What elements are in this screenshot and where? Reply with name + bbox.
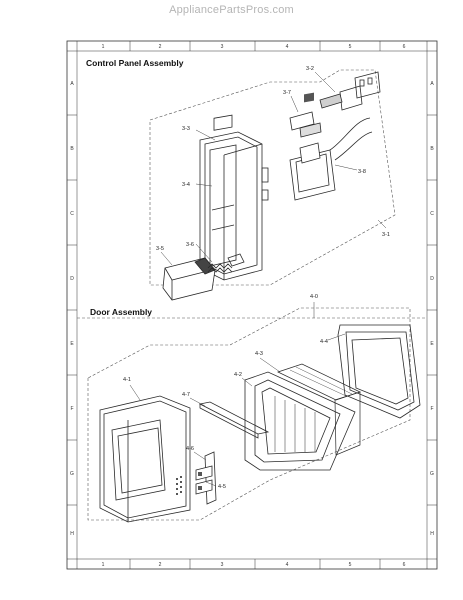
row-label-left-h: H [70,531,74,537]
callout-3-8: 3-8 [358,169,366,175]
door-seal-4-4 [337,324,421,419]
row-label-left-a: A [70,81,74,87]
callout-3-6: 3-6 [186,242,194,248]
row-label-left-e: E [70,341,74,347]
col-label-bottom-4: 4 [286,562,289,568]
callout-4-1: 4-1 [123,377,131,383]
col-label-bottom-6: 6 [403,562,406,568]
col-label-top-3: 3 [221,44,224,50]
door-leaders [129,302,346,487]
row-label-right-f: F [430,406,433,412]
callout-3-4: 3-4 [182,182,190,188]
callout-4-7: 4-7 [182,392,190,398]
col-label-bottom-1: 1 [102,562,105,568]
row-label-left-b: B [70,146,74,152]
spring-3-6 [207,253,245,273]
row-ticks [67,114,437,506]
row-label-right-e: E [430,341,434,347]
door-frame-4-1 [99,395,191,523]
choke-film-4-3 [277,363,361,456]
row-label-left-g: G [70,471,74,477]
callout-3-2: 3-2 [306,66,314,72]
control-panel-frame-3-4 [199,114,269,281]
callout-3-7: 3-7 [283,90,291,96]
col-label-top-2: 2 [159,44,162,50]
callout-3-5: 3-5 [156,246,164,252]
row-label-right-h: H [430,531,434,537]
col-label-top-6: 6 [403,44,406,50]
row-label-right-a: A [430,81,434,87]
watermark: AppliancePartsPros.com [169,4,294,16]
col-label-top-5: 5 [349,44,352,50]
control-board-3-8 [289,92,373,201]
callout-3-1: 3-1 [382,232,390,238]
choke-cover-4-7 [198,401,270,439]
door-latch-4-5 [195,451,217,505]
door-inner-4-2 [244,371,356,471]
row-label-left-d: D [70,276,74,282]
control-panel-assembly-boundary [149,69,396,286]
control-panel-leaders [160,71,387,266]
callout-4-5: 4-5 [218,484,226,490]
callout-4-2: 4-2 [234,372,242,378]
display-window-3-7 [289,111,322,138]
callout-4-0: 4-0 [310,294,318,300]
row-label-left-f: F [70,406,73,412]
row-label-right-b: B [430,146,434,152]
row-label-right-c: C [430,211,434,217]
col-label-top-1: 1 [102,44,105,50]
row-label-right-d: D [430,276,434,282]
row-label-left-c: C [70,211,74,217]
callout-4-6: 4-6 [186,446,194,452]
door-button-3-5 [162,257,216,301]
row-label-right-g: G [430,471,434,477]
callout-3-3: 3-3 [182,126,190,132]
callout-4-3: 4-3 [255,351,263,357]
door-assembly-title: Door Assembly [90,307,152,317]
callout-4-4: 4-4 [320,339,328,345]
control-panel-title: Control Panel Assembly [86,58,184,68]
col-label-top-4: 4 [286,44,289,50]
col-label-bottom-3: 3 [221,562,224,568]
drawing-frame [66,40,438,570]
col-label-bottom-2: 2 [159,562,162,568]
column-ticks [129,41,381,569]
switch-bracket-3-2 [319,71,381,111]
col-label-bottom-5: 5 [349,562,352,568]
